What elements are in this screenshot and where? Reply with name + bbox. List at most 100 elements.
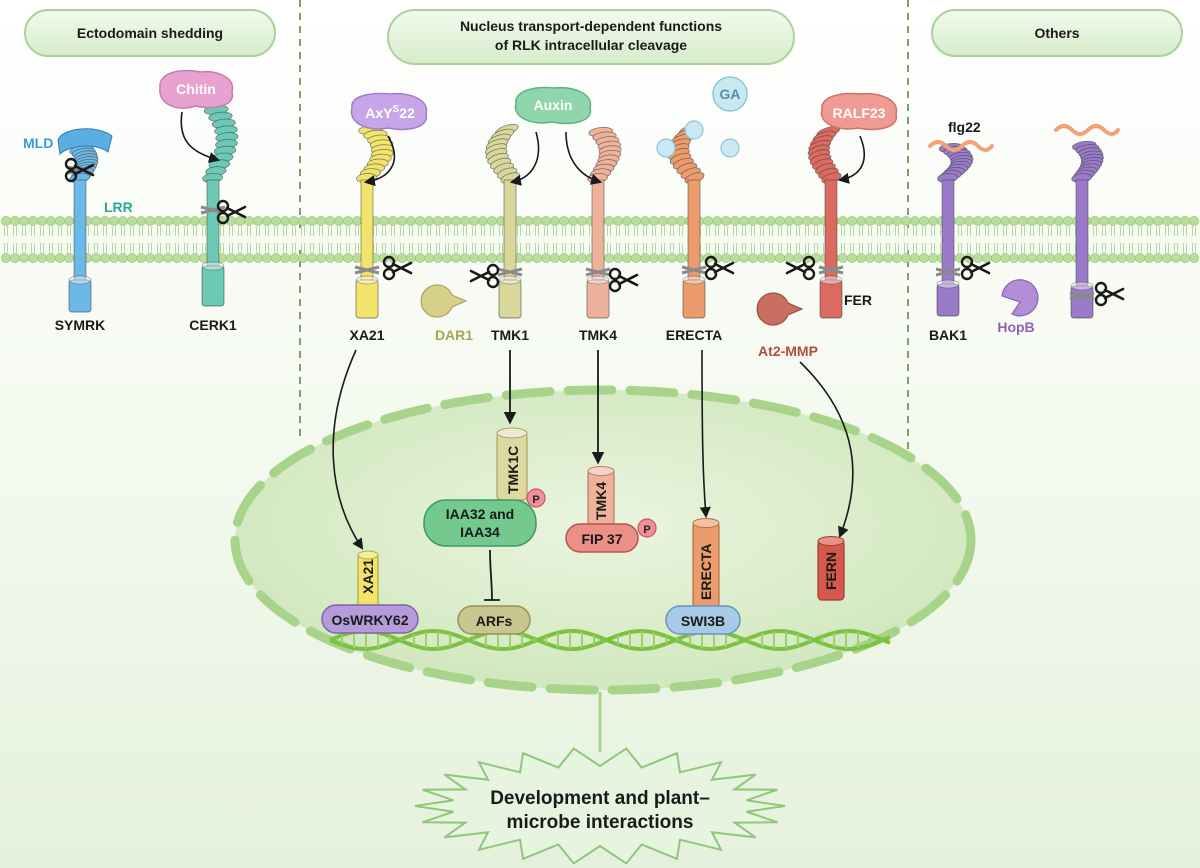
lipid-head: [1153, 216, 1163, 226]
lipid-head: [109, 253, 119, 263]
lipid-tail: [895, 226, 899, 253]
lipid-head: [1063, 253, 1073, 263]
lipid-head: [10, 216, 20, 226]
lipid-tail: [58, 226, 62, 253]
arrow-erecta-nucleus: [699, 349, 711, 519]
header-others: Others: [931, 9, 1183, 57]
lipid-tail: [679, 226, 683, 253]
lipid-tail: [454, 226, 458, 253]
dar1-label: DAR1: [435, 327, 473, 343]
lipid-head: [973, 216, 983, 226]
lipid-head: [793, 216, 803, 226]
plasma-membrane: [0, 216, 1200, 263]
lipid-tail: [4, 226, 8, 253]
receptor-bak1: [935, 142, 991, 317]
lipid-head: [1099, 216, 1109, 226]
hopb-label: HopB: [997, 319, 1034, 335]
transmembrane-stalk: [824, 179, 838, 281]
lipid-head: [784, 253, 794, 263]
arrow-auxin-tmk1: [509, 131, 540, 186]
lipid-head: [757, 216, 767, 226]
lipid-tail: [121, 226, 125, 253]
lipid-head: [811, 216, 821, 226]
lipid-tail: [148, 226, 152, 253]
lipid-tail: [1129, 226, 1133, 253]
lipid-head: [10, 253, 20, 263]
lipid-tail: [463, 226, 467, 253]
lipid-tail: [562, 226, 566, 253]
transmembrane-stalk: [591, 179, 605, 281]
lipid-tail: [859, 226, 863, 253]
flg22-peptide: [928, 140, 994, 152]
lipid-tail: [1039, 226, 1043, 253]
lipid-tail: [391, 226, 395, 253]
lipid-head: [280, 253, 290, 263]
lipid-head: [568, 253, 578, 263]
lipid-tail: [787, 226, 791, 253]
lipid-head: [802, 216, 812, 226]
kinase-cap: [586, 275, 610, 285]
lipid-head: [469, 216, 479, 226]
lipid-head: [487, 253, 497, 263]
lipid-head: [181, 216, 191, 226]
lipid-tail: [1120, 226, 1124, 253]
lipid-head: [469, 253, 479, 263]
lipid-tail: [985, 226, 989, 253]
lipid-tail: [112, 226, 116, 253]
lipid-tail: [571, 226, 575, 253]
lipid-tail: [778, 226, 782, 253]
lipid-head: [604, 216, 614, 226]
kinase-domain: [201, 265, 225, 307]
nuc-tmk4: TMK4: [587, 466, 615, 529]
lipid-tail: [220, 226, 224, 253]
lipid-tail: [1030, 226, 1034, 253]
lipid-head: [46, 216, 56, 226]
fern-label: FERN: [823, 552, 839, 590]
lipid-tail: [1057, 226, 1061, 253]
receptor-unnamed: [1069, 140, 1125, 319]
lipid-head: [118, 253, 128, 263]
lipid-head: [613, 216, 623, 226]
lipid-tail: [157, 226, 161, 253]
mld-domain: [57, 128, 113, 156]
lipid-head: [577, 216, 587, 226]
lipid-tail: [607, 226, 611, 253]
lipid-tail: [94, 226, 98, 253]
lipid-tail: [301, 226, 305, 253]
lipid-head: [640, 216, 650, 226]
bak1-label: BAK1: [929, 327, 967, 343]
arrow-auxin-tmk4: [565, 131, 603, 185]
lipid-head: [55, 216, 65, 226]
lipid-tail: [1003, 226, 1007, 253]
lipid-head: [1189, 216, 1199, 226]
lipid-head: [910, 253, 920, 263]
lipid-tail: [1012, 226, 1016, 253]
transmembrane-stalk: [941, 179, 955, 285]
chitin-label: Chitin: [176, 81, 216, 97]
svg-text:AxYS22: AxYS22: [365, 104, 415, 121]
nuc-iaa32-iaa34: IAA32 and IAA34: [423, 499, 537, 547]
scissors-icon: [469, 263, 500, 289]
lipid-head: [91, 216, 101, 226]
lipid-tail: [238, 226, 242, 253]
lipid-head: [874, 216, 884, 226]
lipid-head: [127, 253, 137, 263]
lipid-head: [892, 216, 902, 226]
lipid-head: [784, 216, 794, 226]
lipid-head: [253, 216, 263, 226]
lipid-head: [1126, 253, 1136, 263]
lrr-label: LRR: [104, 199, 133, 215]
lipid-head: [847, 216, 857, 226]
lipid-tail: [670, 226, 674, 253]
lipid-head: [766, 253, 776, 263]
lipid-head: [424, 253, 434, 263]
tmk1-label: TMK1: [491, 327, 529, 343]
lipid-head: [1126, 216, 1136, 226]
lipid-head: [145, 253, 155, 263]
lipid-head: [136, 216, 146, 226]
receptor-erecta: [667, 123, 735, 319]
lipid-head: [919, 253, 929, 263]
nuc-arfs: ARFs: [457, 605, 531, 635]
lipid-tail: [535, 226, 539, 253]
